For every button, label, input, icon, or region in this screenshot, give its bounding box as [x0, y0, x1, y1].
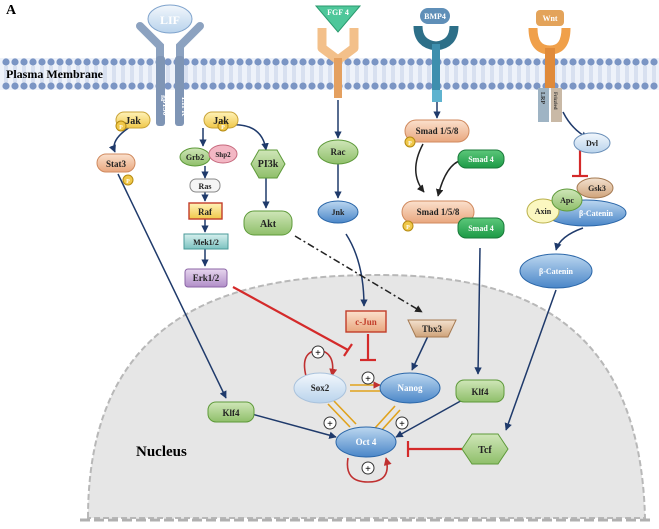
bmp4-ligand-label: BMP4 — [424, 12, 446, 21]
lrp-bar — [538, 88, 549, 122]
smad158-bottom-phospho: P — [406, 225, 410, 231]
tbx3-node: Tbx3 — [422, 324, 443, 334]
gp130-label: gp130 — [161, 95, 170, 115]
oct4-node: Oct 4 — [356, 437, 377, 447]
stat3-phospho: P — [126, 179, 130, 185]
jak-right-phospho: P — [221, 125, 225, 131]
inhibition-edges — [232, 150, 588, 457]
cjun-node: c-Jun — [355, 317, 377, 327]
plus-nanog-oct4: + — [399, 419, 405, 430]
smad158-top-node: Smad 1/5/8 — [416, 126, 459, 136]
klf4-right-node: Klf4 — [472, 387, 489, 397]
akt-node: Akt — [260, 219, 277, 230]
plus-oct4-self: + — [365, 464, 371, 475]
rac-node: Rac — [331, 147, 346, 157]
erk-node: Erk1/2 — [193, 273, 220, 283]
smad4-top-node: Smad 4 — [468, 155, 494, 164]
axin-node: Axin — [535, 207, 552, 216]
apc-node: Apc — [560, 196, 574, 205]
frizzled-bar — [551, 88, 562, 122]
bcatenin-node: β-Catenin — [539, 267, 574, 276]
sox2-node: Sox2 — [311, 383, 330, 393]
nucleus-label: Nucleus — [136, 444, 187, 460]
membrane-label: Plasma Membrane — [6, 67, 104, 81]
fgf4-ligand-label: FGF 4 — [327, 8, 349, 17]
tcf-node: Tcf — [478, 445, 492, 456]
bmp4-receptor — [413, 8, 459, 102]
panel-label: A — [6, 3, 17, 18]
stat3-node: Stat3 — [106, 159, 126, 169]
dvl-node: Dvl — [586, 139, 599, 148]
smad158-bottom-node: Smad 1/5/8 — [417, 207, 460, 217]
jak-right-node: Jak — [213, 116, 229, 127]
edges — [108, 100, 589, 483]
frizzled-label: Frizzled — [552, 92, 557, 110]
node-shapes — [96, 111, 627, 475]
plus-sox2-self: + — [315, 348, 321, 359]
nucleus-membrane — [86, 273, 647, 519]
mek-node: Mek1/2 — [193, 238, 219, 247]
shp2-node: Shp2 — [215, 151, 231, 159]
grb2-node: Grb2 — [186, 153, 204, 162]
wnt-receptor — [528, 10, 571, 88]
plus-sox2-oct4: + — [327, 419, 333, 430]
pi3k-node: PI3k — [258, 159, 279, 170]
ras-node: Ras — [199, 182, 212, 191]
wnt-ligand-label: Wnt — [542, 14, 557, 23]
bcatenin-complex-node: β-Catenin — [579, 209, 614, 218]
jnk-node: Jnk — [332, 208, 345, 217]
jak-left-node: Jak — [125, 116, 141, 127]
raf-node: Raf — [198, 207, 213, 217]
nanog-node: Nanog — [397, 383, 423, 393]
klf4-left-node: Klf4 — [223, 408, 240, 418]
lif-receptor — [136, 4, 204, 126]
fgf4-receptor — [314, 5, 362, 98]
lrp-label: LRP — [539, 92, 545, 104]
smad4-bottom-node: Smad 4 — [468, 224, 494, 233]
lifr-label: LIFR — [180, 97, 189, 116]
gsk3-node: Gsk3 — [588, 184, 606, 193]
lif-ligand-label: LIF — [160, 13, 180, 27]
plus-sox2-nanog: + — [365, 374, 371, 385]
jak-left-phospho: P — [119, 125, 123, 131]
smad158-top-phospho: P — [408, 141, 412, 147]
